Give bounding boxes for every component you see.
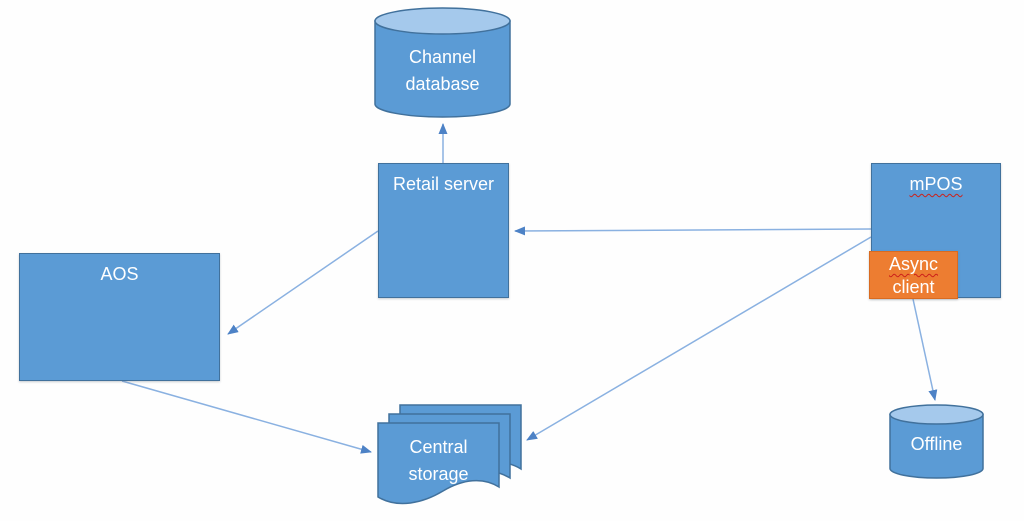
connector-mpos-to-central-storage [526, 236, 872, 441]
aos-label: AOS [100, 264, 139, 284]
connector-retail-server-to-aos [227, 230, 379, 335]
async-client-node: Async client [869, 251, 958, 299]
mpos-label: mPOS [909, 174, 963, 194]
offline-cylinder-top [889, 404, 984, 425]
connector-aos-to-central-storage [121, 380, 372, 454]
async-client-label: Async client [888, 254, 939, 297]
offline-node [889, 404, 984, 479]
connector-async-client-to-offline [912, 298, 938, 401]
channel-database-node [374, 7, 511, 118]
connector-mpos-to-retail-server [514, 226, 872, 236]
aos-node: AOS [19, 253, 220, 381]
retail-server-node: Retail server [378, 163, 509, 298]
retail-server-label: Retail server [392, 174, 495, 194]
channel-database-cylinder-top [374, 7, 511, 35]
central-storage-front-document [377, 422, 500, 505]
central-storage-node [377, 404, 522, 505]
